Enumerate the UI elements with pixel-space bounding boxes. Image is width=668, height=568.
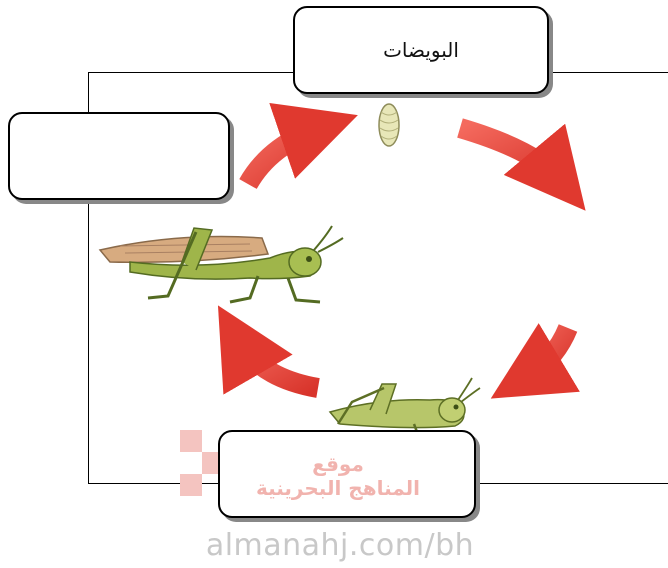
arrow-top-right [457,118,586,211]
watermark-arabic-line2: المناهج البحرينية [255,476,421,500]
stage-label-eggs: البويضات [383,38,459,62]
egg-icon [378,103,400,147]
stage-box-adult-blank[interactable] [8,112,230,200]
stage-box-eggs: البويضات [293,6,549,94]
arrow-bottom-left [217,305,320,398]
watermark-arabic: موقع المناهج البحرينية [178,452,498,500]
adult-grasshopper-icon [98,225,344,304]
arrow-right-down [490,323,580,399]
arrow-left-up [239,103,358,190]
watermark-arabic-line1: موقع [312,452,364,476]
stage-box-nymph-blank[interactable] [218,430,476,518]
watermark-url: almanahj.com/bh [205,528,475,563]
nymph-grasshopper-icon [328,377,481,441]
